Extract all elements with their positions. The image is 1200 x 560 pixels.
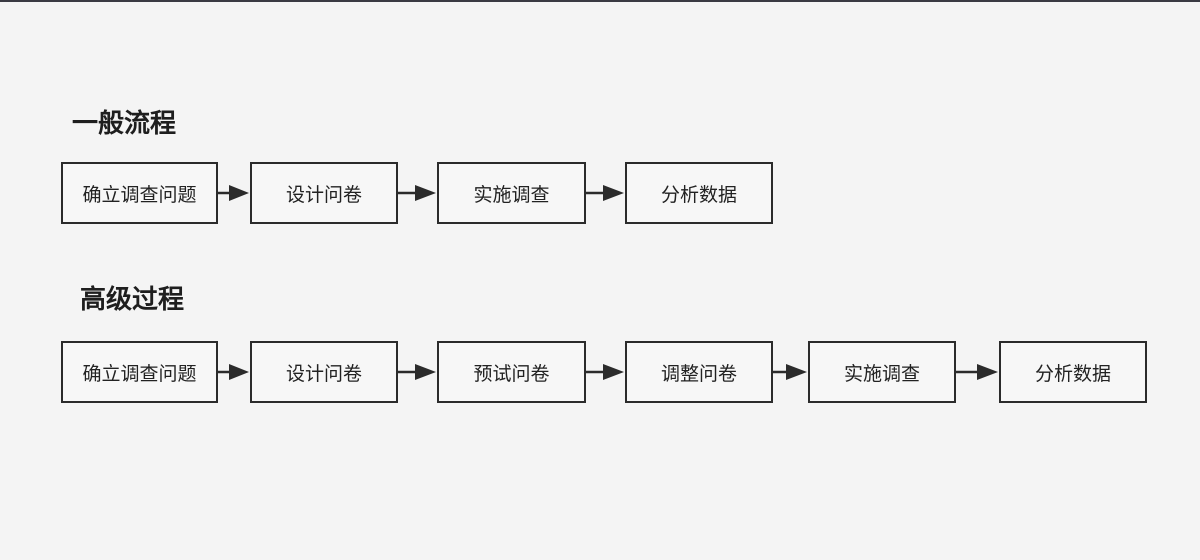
flow-arrow-icon [773,362,808,382]
flow-step-define-question: 确立调查问题 [61,341,218,403]
flow-step-adjust-questionnaire: 调整问卷 [625,341,773,403]
section-title-basic-flow: 一般流程 [72,109,177,139]
flow-arrow-icon [398,362,437,382]
flow-arrow-icon [956,362,999,382]
flow-step-define-question: 确立调查问题 [61,162,218,224]
top-border-line [0,0,1200,2]
flow-arrow-icon [218,362,250,382]
flow-step-pilot-questionnaire: 预试问卷 [437,341,586,403]
section-title-advanced-process: 高级过程 [80,285,185,315]
flow-arrow-icon [398,183,437,203]
flow-arrow-icon [586,362,625,382]
flow-step-analyze-data: 分析数据 [625,162,773,224]
flow-step-design-questionnaire: 设计问卷 [250,162,398,224]
flow-arrow-icon [218,183,250,203]
flow-step-analyze-data: 分析数据 [999,341,1147,403]
flow-step-design-questionnaire: 设计问卷 [250,341,398,403]
flow-step-conduct-survey: 实施调查 [437,162,586,224]
flow-step-conduct-survey: 实施调查 [808,341,956,403]
flow-arrow-icon [586,183,625,203]
